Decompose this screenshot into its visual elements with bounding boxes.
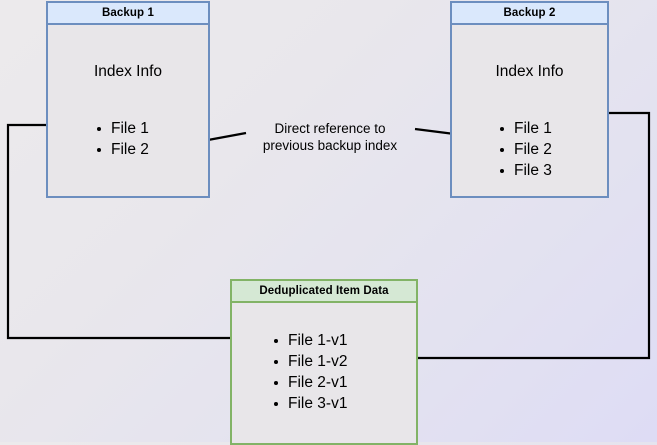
deduplicated-item-data-header: Deduplicated Item Data [232,281,416,303]
list-item: File 2 [97,139,149,160]
backup-1-file-list: File 1 File 2 [97,118,149,160]
list-item: File 1-v1 [274,330,347,351]
list-item: File 1 [500,118,552,139]
list-item: File 3-v1 [274,393,347,414]
list-item: File 2-v1 [274,372,347,393]
caption-line-1: Direct reference to [274,121,386,136]
backup-1-body: Index Info File 1 File 2 [48,25,208,196]
backup-2-file-list: File 1 File 2 File 3 [500,118,552,181]
backup-1-header: Backup 1 [48,3,208,25]
backup-2-box: Backup 2 Index Info File 1 File 2 File 3 [450,1,609,198]
list-item: File 1 [97,118,149,139]
deduplicated-file-list: File 1-v1 File 1-v2 File 2-v1 File 3-v1 [274,330,347,414]
deduplicated-item-data-box: Deduplicated Item Data File 1-v1 File 1-… [230,279,418,445]
caption-line-2: previous backup index [262,138,398,153]
deduplicated-item-data-body: File 1-v1 File 1-v2 File 2-v1 File 3-v1 [232,303,416,443]
list-item: File 1-v2 [274,351,347,372]
list-item: File 3 [500,160,552,181]
backup-1-box: Backup 1 Index Info File 1 File 2 [46,1,210,198]
backup-2-body: Index Info File 1 File 2 File 3 [452,25,607,196]
list-item: File 2 [500,139,552,160]
backup-2-header: Backup 2 [452,3,607,25]
backup-1-index-info-label: Index Info [93,63,163,80]
direct-reference-caption: Direct reference to previous backup inde… [245,120,415,154]
backup-2-index-info-label: Index Info [495,63,564,80]
